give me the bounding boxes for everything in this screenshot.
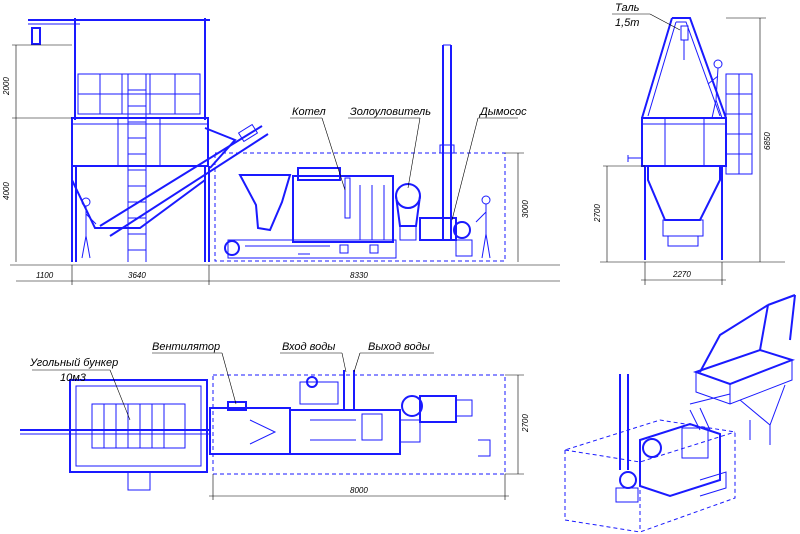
front-view: Котел Золоуловитель Дымосос 2000 4000 30… — [2, 18, 560, 285]
iso-boiler — [639, 422, 721, 498]
label-fan: Вентилятор — [152, 341, 220, 353]
dim-plan-width: 2700 — [521, 414, 530, 433]
fuel-chute — [238, 174, 292, 232]
label-boiler: Котел — [292, 106, 326, 118]
plan-view: Угольный бункер 10м3 Вентилятор Вход вод… — [20, 341, 530, 500]
isometric-view — [564, 294, 796, 533]
bunker-frame — [28, 18, 210, 262]
iso-bunker-top — [692, 348, 796, 386]
label-hoist-capacity: 1,5т — [615, 17, 639, 29]
boiler-plan — [289, 409, 401, 455]
operator-figure — [475, 195, 491, 259]
operator-figure — [81, 197, 97, 259]
side-view: 6850 2700 2270 Таль 1,5т — [593, 2, 785, 285]
label-water-out: Выход воды — [368, 341, 430, 353]
dim-front-width-2: 3640 — [128, 271, 146, 280]
dim-front-width-3: 8330 — [350, 271, 368, 280]
dim-side-lower-height: 2700 — [593, 204, 602, 223]
label-coal-bunker: Угольный бункер — [29, 357, 118, 369]
dim-side-total-height: 6850 — [763, 132, 772, 150]
dim-front-lower: 4000 — [2, 182, 11, 200]
label-ash-collector: Золоуловитель — [350, 106, 431, 118]
label-smoke-exhauster: Дымосос — [478, 106, 527, 118]
dim-front-width-1: 1100 — [36, 271, 54, 280]
boiler — [224, 167, 397, 259]
fan-plan — [227, 401, 247, 411]
boiler-room-plan-outline — [212, 374, 506, 475]
ladder — [127, 74, 147, 262]
side-hopper — [647, 166, 721, 221]
dim-boiler-height: 3000 — [521, 200, 530, 218]
smoke-exhauster — [419, 44, 473, 257]
dim-plan-length: 8000 — [350, 486, 368, 495]
side-platform — [641, 117, 727, 167]
label-water-in: Вход воды — [282, 341, 335, 353]
boiler-room-outline — [214, 152, 506, 262]
inclined-conveyor — [99, 123, 269, 237]
hoist-block — [680, 25, 689, 41]
coal-bunker-plan — [69, 379, 208, 473]
label-hoist: Таль — [615, 2, 640, 14]
dim-side-width: 2270 — [672, 270, 691, 279]
label-bunker-volume: 10м3 — [60, 372, 87, 384]
ash-collector — [395, 183, 421, 241]
dim-front-upper: 2000 — [2, 77, 11, 96]
